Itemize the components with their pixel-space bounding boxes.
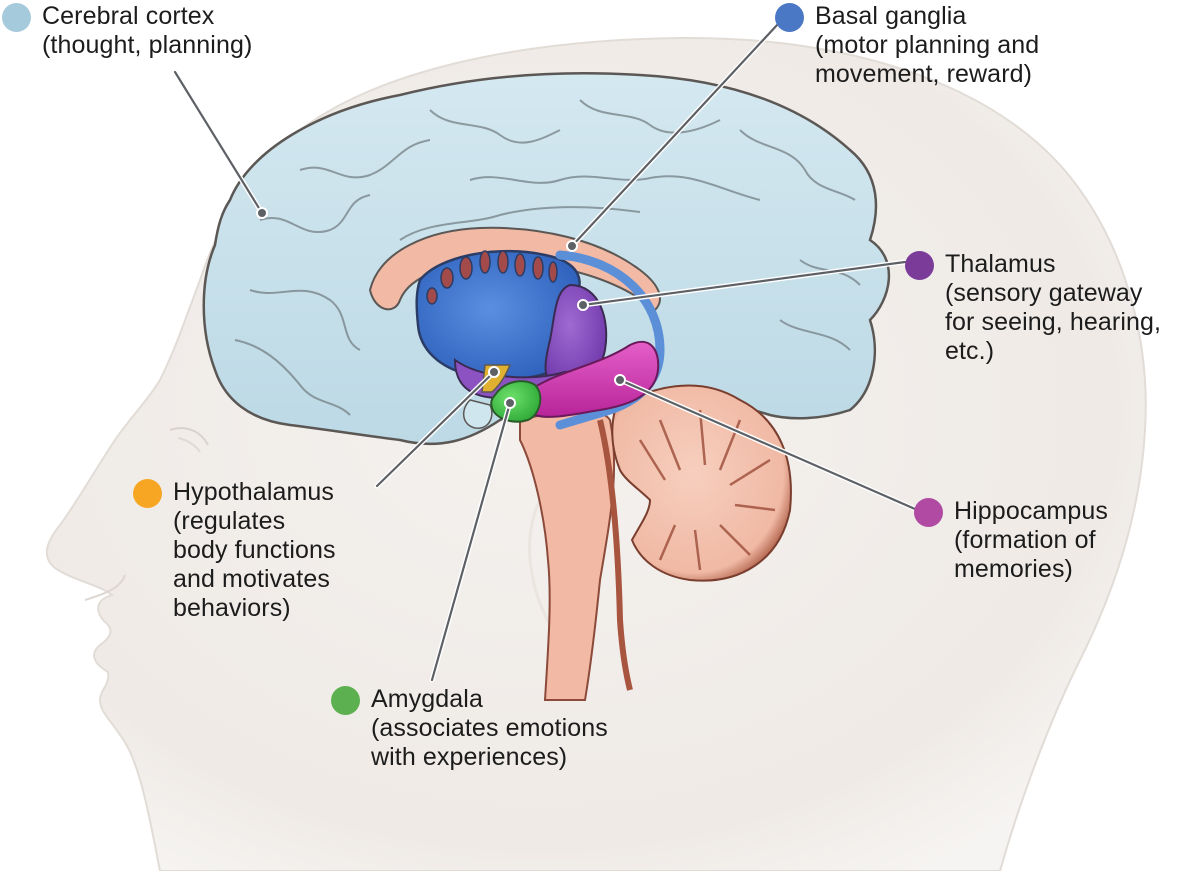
label-description-line: (thought, planning) xyxy=(42,31,253,59)
label-description-line: movement, reward) xyxy=(815,60,1033,88)
label-title: Amygdala xyxy=(371,685,483,713)
label-description-line: behaviors) xyxy=(173,594,291,622)
hippocampus-color-dot-icon xyxy=(914,498,943,527)
label-description-line: (sensory gateway xyxy=(945,279,1143,307)
label-title: Hippocampus xyxy=(954,497,1108,525)
label-description-line: with experiences) xyxy=(371,743,568,771)
leader-line-hippocampus xyxy=(614,374,918,512)
label-description-line: (formation of xyxy=(954,526,1096,554)
label-description-line: (motor planning and xyxy=(815,31,1040,59)
thalamus-color-dot-icon xyxy=(905,251,934,280)
leader-line-hypothalamus xyxy=(374,366,500,489)
label-description-line: body functions xyxy=(173,536,336,564)
label-hippocampus: Hippocampus (formation of memories) xyxy=(914,497,1108,584)
label-description-line: and motivates xyxy=(173,565,330,593)
label-description-line: memories) xyxy=(954,555,1073,583)
cerebral-cortex-color-dot-icon xyxy=(2,3,31,32)
leader-line-amygdala xyxy=(429,397,516,683)
brainstem-region xyxy=(368,226,661,701)
label-cerebral-cortex: Cerebral cortex (thought, planning) xyxy=(2,2,253,60)
label-description-line: etc.) xyxy=(945,337,995,365)
leader-line-cortex xyxy=(172,69,268,219)
amygdala-color-dot-icon xyxy=(331,686,360,715)
label-title: Basal ganglia xyxy=(815,2,967,30)
label-title: Cerebral cortex xyxy=(42,2,215,30)
label-description-line: (regulates xyxy=(173,507,286,535)
label-title: Hypothalamus xyxy=(173,478,335,506)
leader-line-basal-ganglia xyxy=(566,21,781,252)
label-description-line: for seeing, hearing, xyxy=(945,308,1162,336)
basal-ganglia-color-dot-icon xyxy=(775,3,804,32)
label-title: Thalamus xyxy=(945,250,1056,278)
label-thalamus: Thalamus (sensory gateway for seeing, he… xyxy=(905,250,1162,366)
pituitary-region xyxy=(463,399,493,429)
label-amygdala: Amygdala (associates emotions with exper… xyxy=(331,685,608,772)
label-basal-ganglia: Basal ganglia (motor planning and moveme… xyxy=(775,2,1040,89)
label-hypothalamus: Hypothalamus (regulates body functions a… xyxy=(133,478,336,623)
label-description-line: (associates emotions xyxy=(371,714,608,742)
hypothalamus-color-dot-icon xyxy=(133,479,162,508)
leader-line-thalamus xyxy=(577,259,908,311)
basal-ganglia-region xyxy=(415,249,665,430)
leader-lines xyxy=(172,21,918,683)
